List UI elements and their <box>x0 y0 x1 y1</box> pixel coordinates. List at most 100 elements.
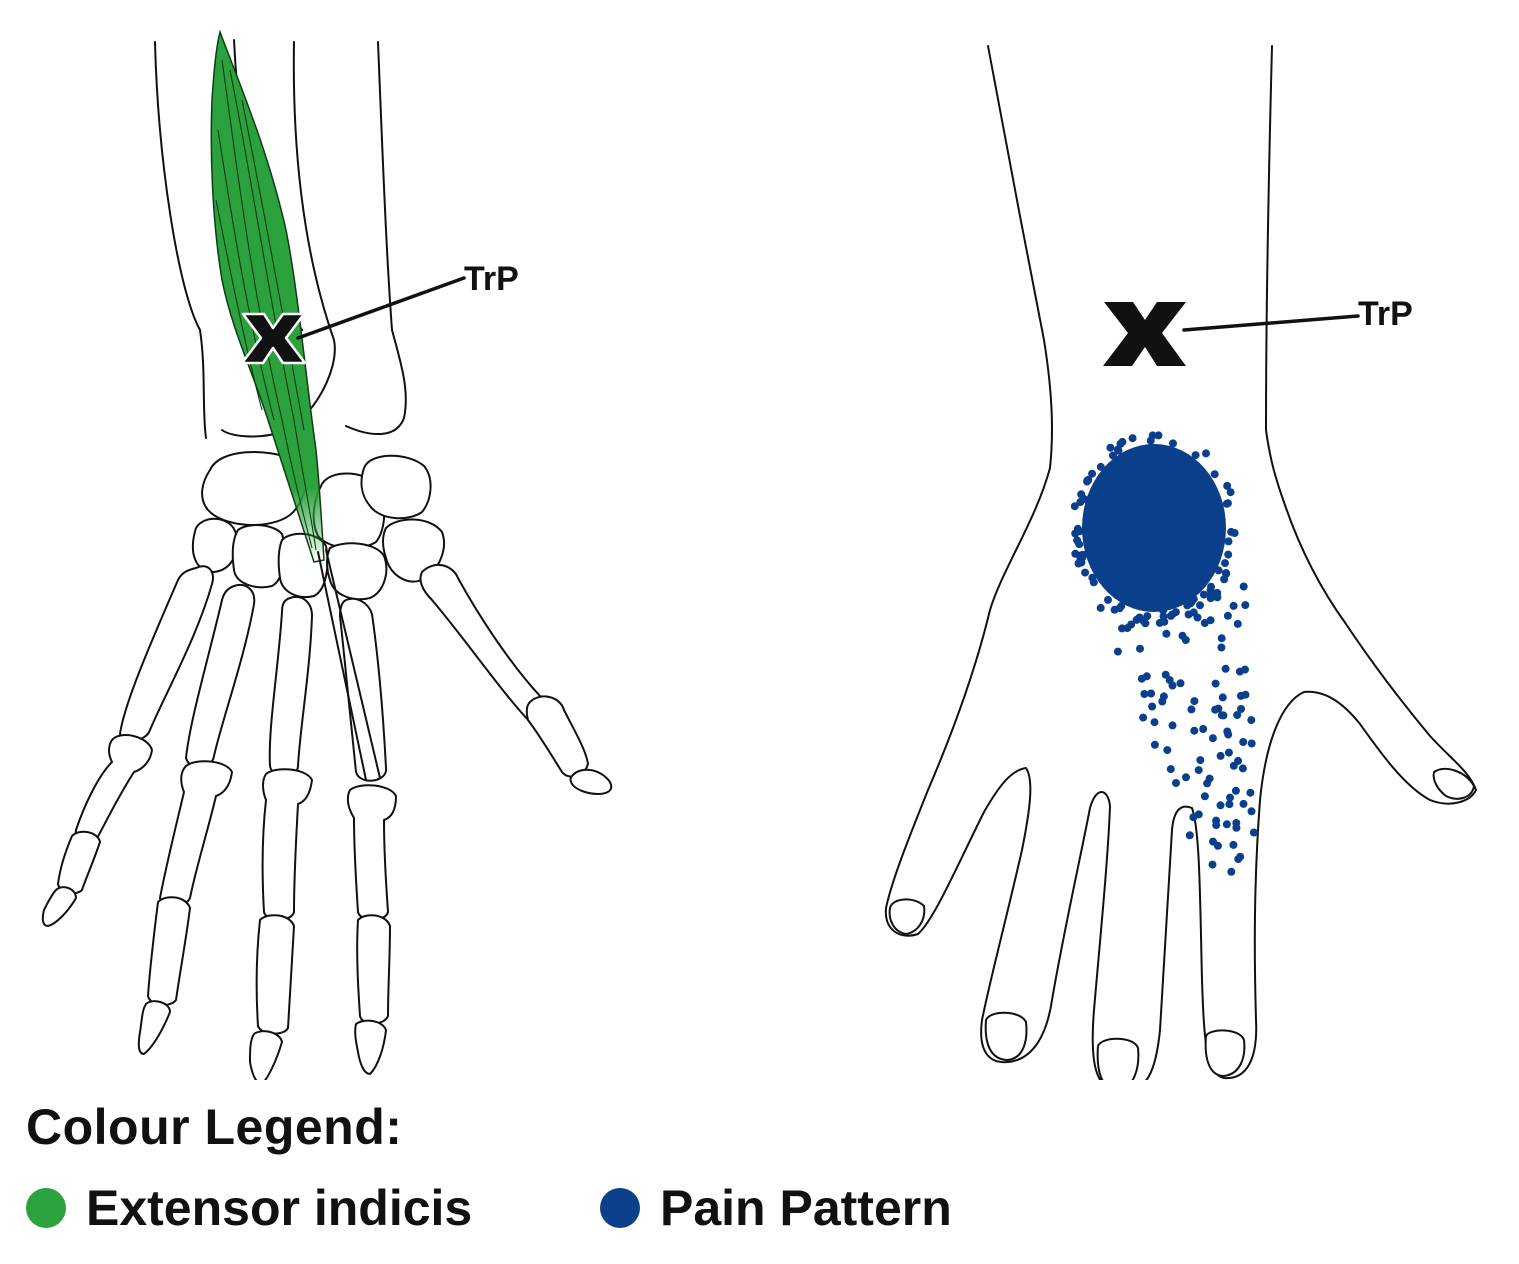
pain-dot <box>1223 611 1232 620</box>
pain-dot <box>1241 665 1249 674</box>
phalanx-3-distal <box>249 1030 283 1080</box>
pain-dot <box>1070 502 1079 511</box>
pain-dot <box>1229 840 1238 849</box>
pain-dot <box>1135 613 1144 622</box>
pain-dot <box>1224 537 1233 546</box>
muscle-fiber-2 <box>229 69 317 551</box>
pain-dot <box>1147 689 1156 698</box>
pain-dot <box>1162 629 1171 638</box>
phalanx-3-proximal <box>261 768 313 921</box>
phalanx-5-distal <box>41 886 77 927</box>
pain-dot <box>1089 578 1098 587</box>
pain-dot <box>1193 613 1202 622</box>
pain-dot <box>1227 867 1236 876</box>
legend-title: Colour Legend: <box>26 1099 403 1155</box>
pain-dot <box>1229 601 1238 610</box>
pain-dot <box>1141 619 1150 628</box>
pain-dot <box>1200 792 1209 801</box>
nail-middle <box>1096 1037 1140 1080</box>
pain-dot <box>1196 756 1205 765</box>
nail-index <box>1204 1029 1246 1077</box>
pain-dot <box>1109 451 1117 460</box>
legend-item-pain-pattern: Pain Pattern <box>600 1178 952 1238</box>
pain-dot <box>1168 721 1177 730</box>
pain-dot <box>1233 711 1242 719</box>
left-trp-label: TrP <box>464 260 519 298</box>
pain-dot <box>1128 434 1137 443</box>
phalanx-4-middle <box>147 896 191 1006</box>
muscle-fiber-3 <box>217 129 275 421</box>
pain-dot <box>1231 786 1240 795</box>
phalanx-2-distal <box>354 1019 387 1075</box>
pain-dot <box>1172 779 1180 787</box>
pain-dot <box>1236 852 1245 861</box>
pain-dot <box>1224 748 1233 757</box>
pain-dot <box>1236 691 1245 700</box>
pain-dot <box>1096 462 1105 471</box>
pain-dot <box>1217 643 1226 652</box>
radius-outer-b <box>345 41 407 436</box>
nail-ring <box>984 1011 1028 1061</box>
pain-dot <box>1222 820 1231 829</box>
pain-dot <box>1241 601 1250 610</box>
pain-dot <box>1073 536 1082 545</box>
pain-dot <box>1217 634 1226 643</box>
pain-dot <box>1247 716 1256 725</box>
phalanx-2-proximal <box>346 784 397 921</box>
pain-dot <box>1214 566 1223 575</box>
pain-dot <box>1189 594 1198 603</box>
pain-dot <box>1249 828 1258 837</box>
pain-dot <box>1096 603 1105 612</box>
extensor-indicis-muscle <box>200 29 381 781</box>
pain-dot <box>1199 590 1208 599</box>
pain-dot <box>1088 469 1097 478</box>
pain-dot <box>1220 575 1229 584</box>
carpal-5 <box>231 524 286 589</box>
anatomy-figure: TrP TrP <box>41 29 1477 1080</box>
pain-dot <box>1117 602 1126 611</box>
pain-dot <box>1217 711 1226 720</box>
pain-dot <box>1081 568 1090 577</box>
pain-dot <box>1137 581 1146 590</box>
pain-dot <box>1194 766 1203 775</box>
pain-dot <box>1218 693 1227 702</box>
pain-dot <box>1163 746 1172 755</box>
pain-dot <box>1182 773 1190 782</box>
skeleton-illustration <box>41 39 613 1080</box>
pain-dot <box>1124 583 1133 591</box>
metacarpal-2 <box>339 597 387 782</box>
legend-item-extensor-indicis: Extensor indicis <box>26 1178 472 1238</box>
pain-dot <box>1106 443 1115 452</box>
pain-dot <box>1247 739 1256 748</box>
carpal-1 <box>201 451 306 526</box>
phalanx-4-distal <box>137 1000 171 1055</box>
pain-dot <box>1178 631 1187 640</box>
pain-dot <box>1246 788 1255 797</box>
muscle-fiber-5 <box>215 199 263 411</box>
pain-dot <box>1110 605 1119 614</box>
pain-dot <box>1224 730 1233 739</box>
pain-dot <box>1196 601 1204 610</box>
pain-dot <box>1208 860 1217 869</box>
pain-dot <box>1239 738 1248 746</box>
pain-dot <box>1166 765 1175 774</box>
pain-dot <box>1239 799 1248 808</box>
pain-dot <box>1226 488 1235 497</box>
ulna-shaft <box>154 41 207 439</box>
pain-dot <box>1237 705 1245 713</box>
pain-dot <box>1167 584 1176 593</box>
carpal-4 <box>191 518 238 573</box>
pain-dot <box>1224 550 1233 559</box>
pain-dot <box>1159 612 1168 621</box>
phalanx-2-middle <box>356 914 391 1025</box>
pain-dot <box>1216 751 1225 760</box>
pain-dot <box>1137 674 1146 683</box>
pain-dot <box>1075 527 1084 536</box>
pain-dot <box>1230 529 1239 537</box>
tendon-line-b <box>325 549 381 779</box>
pain-dot <box>1139 713 1148 722</box>
pain-dot <box>1211 679 1220 688</box>
legend-swatch-green <box>26 1188 66 1228</box>
pain-dot <box>1148 702 1157 711</box>
